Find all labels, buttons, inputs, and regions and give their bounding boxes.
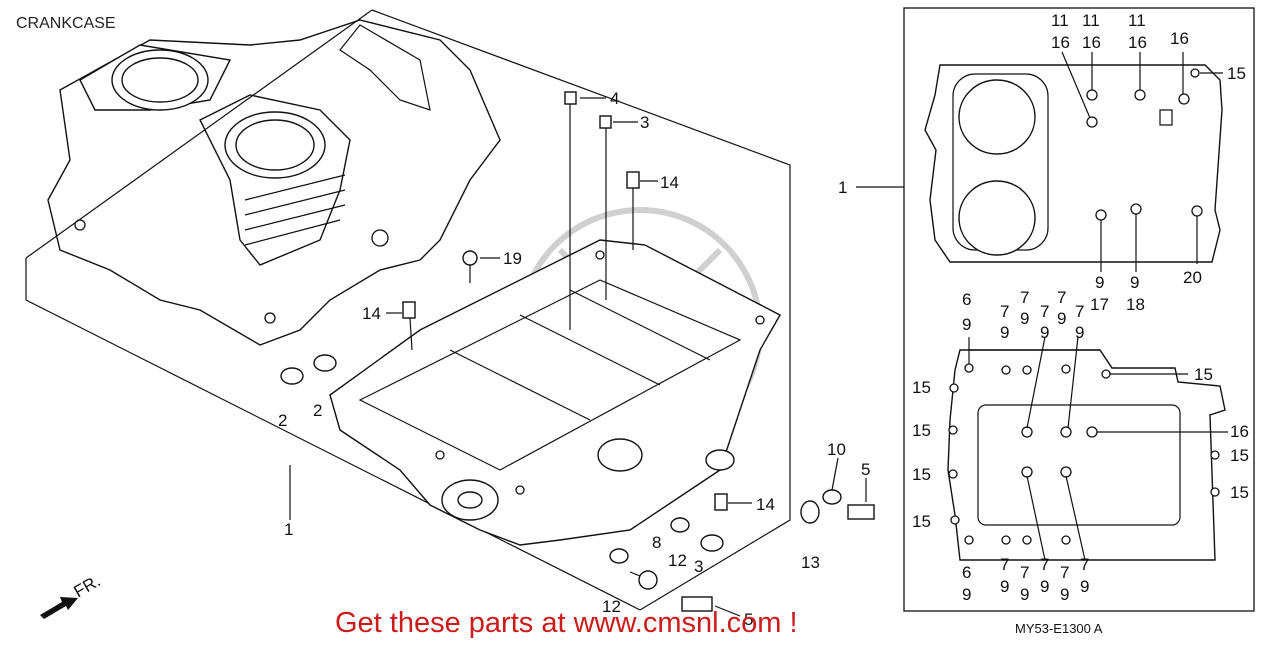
callout: 7 [1000,302,1009,321]
callout: 9 [1020,585,1029,604]
diagram-title: CRANKCASE [16,15,116,32]
callout: 15 [1194,365,1213,384]
callout: 16 [1082,33,1101,52]
callout: 14 [362,304,381,323]
callout: 16 [1230,422,1249,441]
callout: 9 [1040,577,1049,596]
callout: 7 [1040,555,1049,574]
callout: 9 [1075,323,1084,342]
callout: 15 [912,512,931,531]
plug-2c [700,534,724,552]
front-arrow-icon: FR. [40,571,104,619]
callout: 6 [962,563,971,582]
callout: 9 [1057,309,1066,328]
dowel-pin-14a [626,171,640,189]
switch-4 [681,596,713,612]
upper-case-top-view: 11 16 11 16 11 16 16 15 9 17 9 18 20 [924,11,1246,314]
callout: 9 [1000,577,1009,596]
switch-5 [847,504,875,520]
callout: 8 [652,533,661,552]
callout: 9 [1000,323,1009,342]
callout: 16 [1170,29,1189,48]
reference-code: MY53-E1300 A [1015,621,1103,636]
callout: 9 [1040,323,1049,342]
callout: 19 [503,249,522,268]
dowel-pin-14c [714,493,728,511]
callout: 18 [1126,295,1145,314]
callout: 13 [801,553,820,572]
callout: 9 [1060,585,1069,604]
callout: 7 [1000,555,1009,574]
gasket-13 [800,500,820,524]
callout: 1 [284,520,293,539]
advert-banner: Get these parts at www.cmsnl.com ! [335,607,798,639]
callout: 3 [640,113,649,132]
callout: 9 [1095,273,1104,292]
washer-12b [609,548,629,564]
dowel-pin-3b [599,115,612,129]
callout: 11 [1051,11,1069,30]
callout: 3 [694,557,703,576]
callout: 20 [1183,268,1202,287]
upper-crankcase-part [47,19,501,346]
bolt-19 [462,250,478,283]
callout: 9 [1130,273,1139,292]
leader-lines [289,97,867,617]
detail-panel-frame [903,7,1255,612]
callout: 1 [838,178,847,197]
callout: 7 [1075,302,1084,321]
callout: 15 [1230,446,1249,465]
callout: 9 [1020,309,1029,328]
callout: 15 [912,378,931,397]
callout: 7 [1057,288,1066,307]
callout: 6 [962,290,971,309]
callout: 16 [1128,33,1147,52]
callout: 15 [912,421,931,440]
callout: 14 [660,173,679,192]
callout: 9 [962,315,971,334]
callout: 5 [861,460,870,479]
callout: 11 [1082,11,1100,30]
callout: 14 [756,495,775,514]
callout: 2 [278,411,287,430]
washer-10 [822,489,842,505]
callout: 16 [1051,33,1070,52]
callout: 9 [962,585,971,604]
callout: 2 [313,401,322,420]
callout: 15 [1227,64,1246,83]
washer-12a [670,517,690,533]
callout: 12 [602,597,621,616]
callout: 12 [668,551,687,570]
callout: 7 [1020,288,1029,307]
callout: 15 [1230,483,1249,502]
callout: 7 [1020,563,1029,582]
dowel-pin-14b [402,301,416,319]
callout: 17 [1090,295,1109,314]
callout: 7 [1060,563,1069,582]
callout: 9 [1080,577,1089,596]
lower-crankcase-part [329,239,781,546]
callout: 15 [912,465,931,484]
front-marker-label: FR. [71,571,104,601]
plug-2b [313,354,337,372]
plug-2a [280,367,304,385]
lower-case-bottom-view: 6 9 7 9 7 9 7 9 7 9 7 9 15 15 15 15 15 1… [912,288,1249,604]
callout: 5 [744,610,753,629]
callout: 7 [1080,555,1089,574]
callout: 10 [827,440,846,459]
main-callouts: 4 3 14 19 14 14 2 2 1 10 5 13 8 12 3 12 … [278,89,870,629]
bolt-8 [629,570,658,590]
callout: 11 [1128,11,1146,30]
callout: 7 [1040,302,1049,321]
callout: 4 [610,89,619,108]
dowel-pin-3a [564,91,577,105]
